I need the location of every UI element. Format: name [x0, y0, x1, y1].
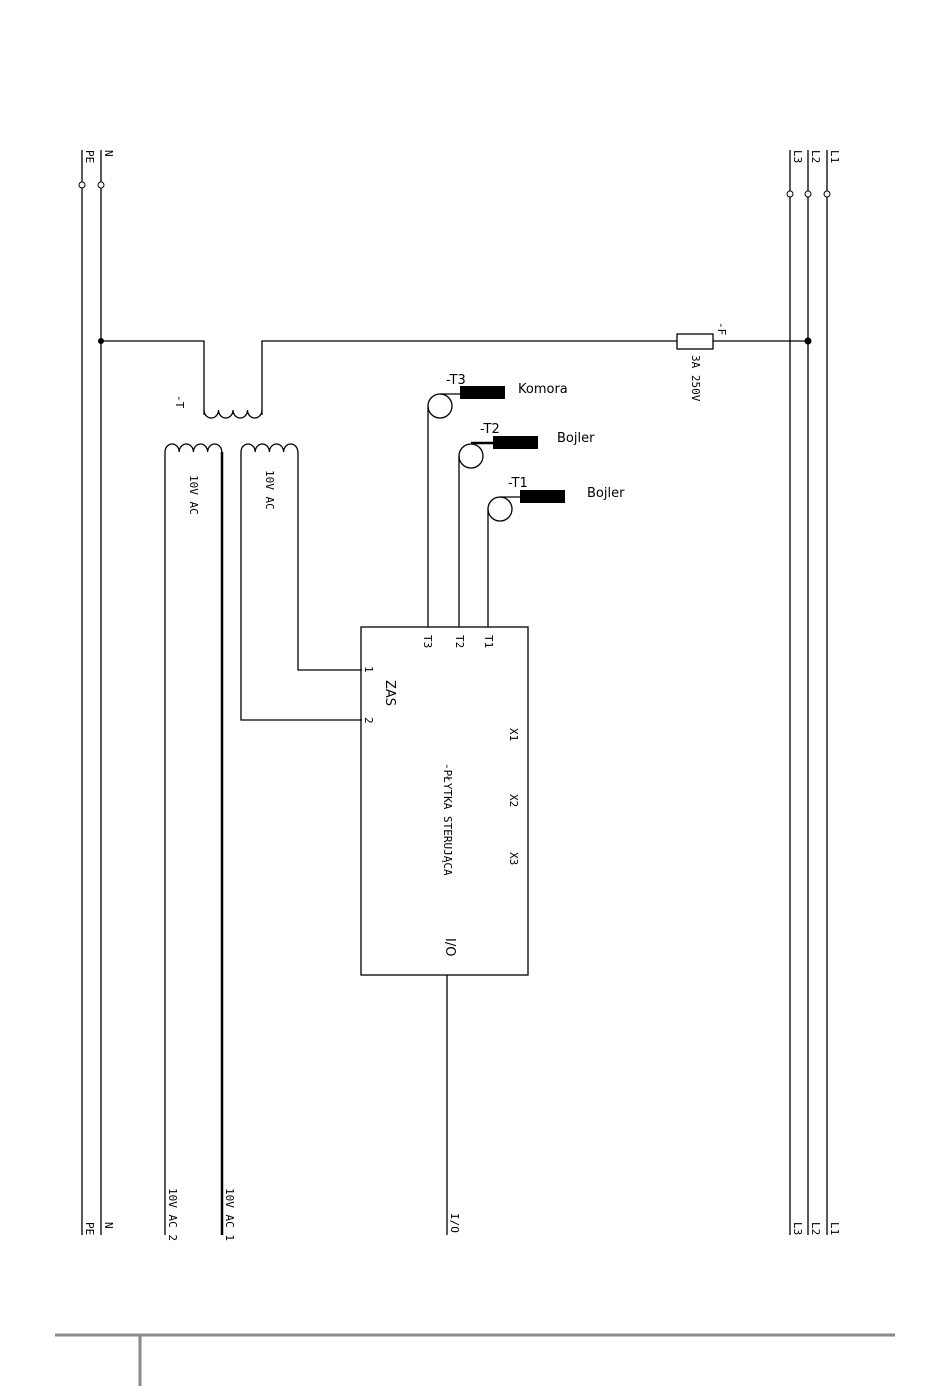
- control-board: [360, 626, 529, 976]
- secondary-1-label: 10V AC: [187, 475, 200, 515]
- fuse-rating: 3A 250V: [689, 355, 702, 402]
- fuse-name: -F: [715, 322, 728, 335]
- label-l2-bottom: L2: [809, 1222, 822, 1235]
- label-ac1-bottom: 10V AC 1: [223, 1188, 236, 1241]
- label-l1-top: L1: [828, 150, 841, 163]
- sensor-t1-label: Bojler: [587, 486, 625, 501]
- label-l3-bottom: L3: [791, 1222, 804, 1235]
- label-pe-bottom: PE: [83, 1222, 96, 1235]
- label-io-bottom: I/O: [448, 1213, 461, 1233]
- secondary-2-label: 10V AC: [263, 470, 276, 510]
- label-n-bottom: N: [102, 1222, 115, 1229]
- sensor-t1: [487, 490, 565, 627]
- label-n-top: N: [102, 150, 115, 157]
- board-pin-2: 2: [362, 717, 375, 724]
- transformer-name: -T: [173, 395, 186, 409]
- board-input-t1: T1: [482, 635, 495, 648]
- sensor-t3-name: -T3: [446, 373, 466, 388]
- sensor-t3: [427, 386, 505, 627]
- label-l2-top: L2: [809, 150, 822, 163]
- sensor-t3-label: Komora: [518, 382, 568, 397]
- board-output-x1: X1: [507, 728, 520, 741]
- primary-circuit: [98, 337, 812, 419]
- page-footer-rule: [55, 1333, 895, 1386]
- sensor-t1-name: -T1: [508, 476, 528, 491]
- board-io: I/O: [442, 938, 457, 956]
- label-l1-bottom: L1: [828, 1222, 841, 1235]
- transformer-secondaries: [164, 443, 362, 1235]
- label-pe-top: PE: [83, 150, 96, 163]
- sensor-t2-label: Bojler: [557, 431, 595, 446]
- board-zas: ZAS: [382, 680, 397, 706]
- bus-lines: [78, 150, 831, 1235]
- board-input-t2: T2: [453, 635, 466, 648]
- label-l3-top: L3: [791, 150, 804, 163]
- sensor-t2-name: -T2: [480, 422, 500, 437]
- board-pin-1: 1: [362, 666, 375, 673]
- board-output-x2: X2: [507, 794, 520, 807]
- fuse-symbol: [676, 333, 714, 350]
- label-ac2-bottom: 10V AC 2: [166, 1188, 179, 1241]
- board-output-x3: X3: [507, 852, 520, 865]
- board-name: -PŁYTKA STERUJĄCA: [441, 763, 454, 876]
- board-input-t3: T3: [421, 635, 434, 648]
- sensor-t2: [458, 436, 538, 627]
